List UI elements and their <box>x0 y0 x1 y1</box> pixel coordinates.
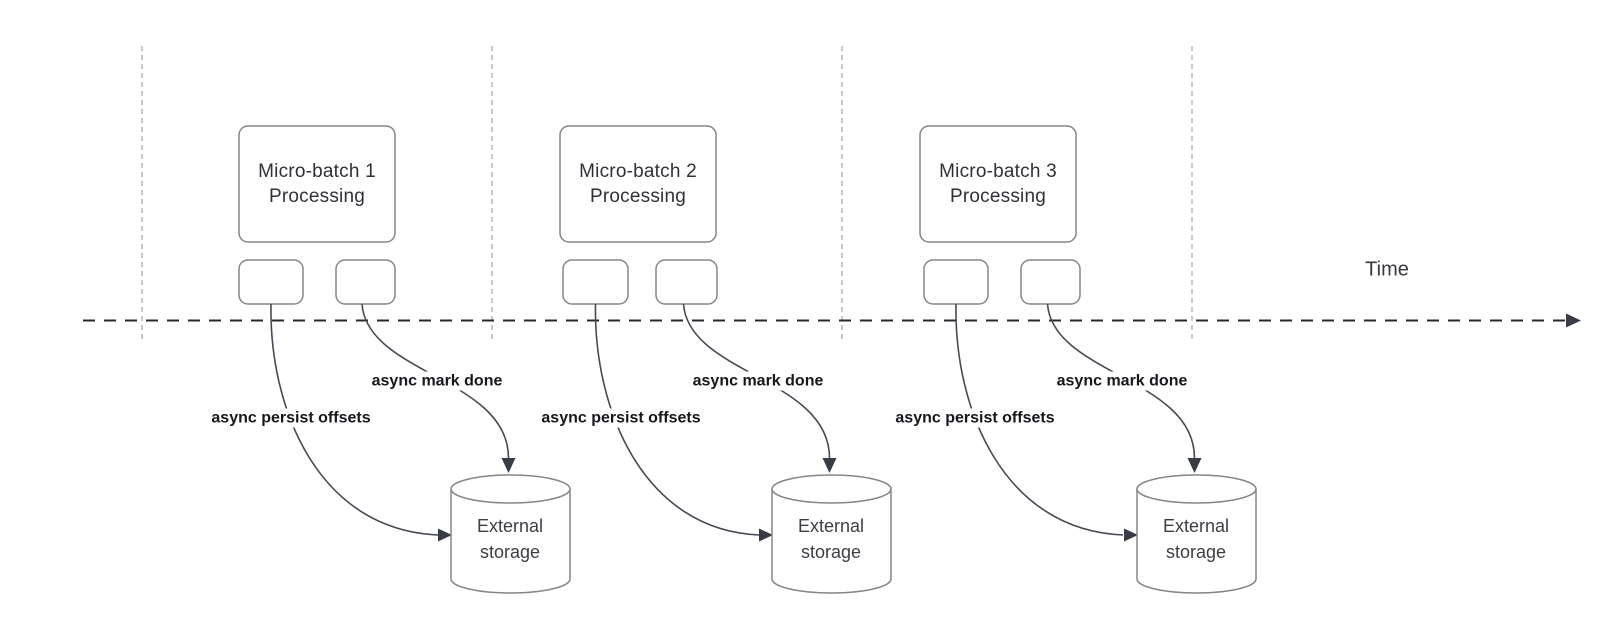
micro-batch-2-task-rect-right <box>655 259 718 305</box>
persist-offsets-arrowhead-1-icon <box>438 528 452 542</box>
external-storage-cylinder-2 <box>771 489 892 594</box>
external-storage-label-2-line2: storage <box>800 542 862 562</box>
async-mark-done-label-2: async mark done <box>689 371 827 391</box>
external-storage-label-1: External storage <box>477 513 543 565</box>
micro-batch-1-title-line1: Micro-batch 1 <box>258 161 376 182</box>
external-storage-cylinder-1-top <box>450 474 571 504</box>
external-storage-cylinder-3-top <box>1136 474 1257 504</box>
external-storage-cylinder-3 <box>1136 489 1257 594</box>
async-persist-offsets-label-1: async persist offsets <box>208 408 374 428</box>
micro-batch-1-task-rect-left <box>238 259 304 305</box>
micro-batch-3-group <box>919 125 1257 594</box>
micro-batch-3-title: Micro-batch 3 Processing <box>939 159 1057 209</box>
micro-batch-1-box <box>238 125 396 243</box>
micro-batch-3-task-rect-right <box>1020 259 1081 305</box>
external-storage-label-3-line2: storage <box>1165 542 1227 562</box>
persist-offsets-arrowhead-3-icon <box>1124 528 1138 542</box>
mark-done-arrowhead-3-icon <box>1187 458 1202 473</box>
micro-batch-3-title-line1: Micro-batch 3 <box>939 161 1057 182</box>
async-persist-offsets-label-3: async persist offsets <box>892 408 1058 428</box>
async-mark-done-label-3: async mark done <box>1053 371 1191 391</box>
mark-done-arrowhead-2-icon <box>822 458 837 473</box>
external-storage-label-2: External storage <box>798 513 864 565</box>
persist-offsets-arrow-1 <box>270 303 439 536</box>
time-axis-label: Time <box>1365 258 1409 281</box>
external-storage-label-1-line2: storage <box>479 542 541 562</box>
timeline-arrowhead-icon <box>1566 313 1581 328</box>
micro-batch-2-title-line2: Processing <box>589 186 686 207</box>
micro-batch-2-task-rect-left <box>562 259 629 305</box>
micro-batch-1-title-line2: Processing <box>268 186 365 207</box>
micro-batch-2-box <box>559 125 717 243</box>
micro-batch-2-title-line1: Micro-batch 2 <box>579 161 697 182</box>
micro-batch-3-box <box>919 125 1077 243</box>
async-mark-done-label-1: async mark done <box>368 371 506 391</box>
micro-batch-2-title: Micro-batch 2 Processing <box>579 159 697 209</box>
persist-offsets-arrow-2 <box>594 303 760 536</box>
external-storage-label-3-line1: External <box>1162 516 1230 536</box>
external-storage-label-1-line1: External <box>476 516 544 536</box>
persist-offsets-arrowhead-2-icon <box>759 528 773 542</box>
micro-batch-3-task-rect-left <box>923 259 989 305</box>
external-storage-cylinder-1 <box>450 489 571 594</box>
persist-offsets-arrow-3 <box>955 303 1124 536</box>
micro-batch-3-title-line2: Processing <box>949 186 1046 207</box>
micro-batch-1-group <box>238 125 571 594</box>
external-storage-cylinder-2-top <box>771 474 892 504</box>
async-persist-offsets-label-2: async persist offsets <box>538 408 704 428</box>
mark-done-arrowhead-1-icon <box>501 458 516 473</box>
external-storage-label-2-line1: External <box>797 516 865 536</box>
external-storage-label-3: External storage <box>1163 513 1229 565</box>
micro-batch-2-group <box>559 125 892 594</box>
micro-batch-1-title: Micro-batch 1 Processing <box>258 159 376 209</box>
micro-batch-1-task-rect-right <box>335 259 396 305</box>
